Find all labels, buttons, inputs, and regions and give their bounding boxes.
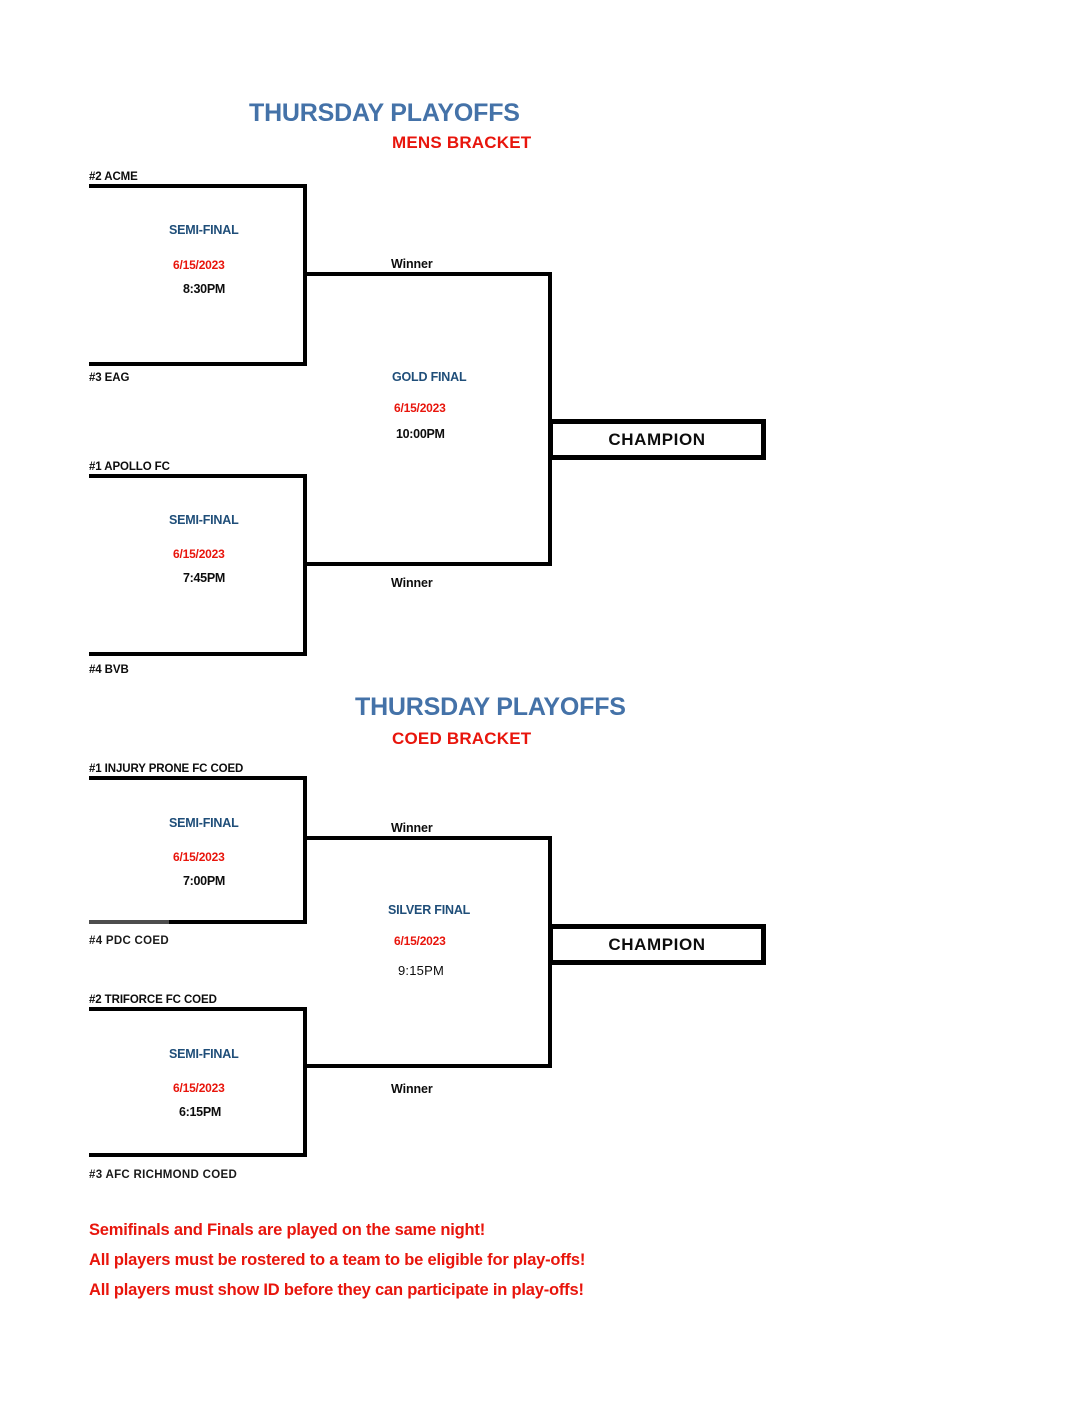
- mens-team-4-bvb: #4 BVB: [89, 664, 129, 676]
- coed-semifinal-bottom-connector: [303, 1007, 307, 1157]
- mens-team-1-apollo-fc: #1 APOLLO FC: [89, 461, 170, 473]
- coed-winner-top-label: Winner: [391, 821, 433, 835]
- coed-bracket-subtitle: COED BRACKET: [392, 729, 532, 748]
- mens-final-round: GOLD FINAL: [392, 370, 467, 384]
- coed-final-time: 9:15PM: [398, 963, 445, 978]
- mens-final-time: 10:00PM: [396, 427, 445, 441]
- coed-semifinal-bottom-lower-line: [89, 1153, 307, 1157]
- mens-semifinal-bottom-date: 6/15/2023: [173, 547, 225, 561]
- coed-semifinal-top-upper-line: [89, 776, 307, 780]
- coed-champion-box: CHAMPION: [548, 924, 766, 965]
- mens-final-lower-line: [307, 562, 552, 566]
- mens-semifinal-bottom-upper-line: [89, 474, 307, 478]
- mens-semifinal-bottom-lower-line: [89, 652, 307, 656]
- mens-semifinal-bottom-connector: [303, 474, 307, 656]
- mens-semifinal-bottom-round: SEMI-FINAL: [169, 513, 239, 527]
- coed-semifinal-top-time: 7:00PM: [183, 874, 225, 888]
- coed-final-upper-line: [307, 836, 552, 840]
- mens-semifinal-top-date: 6/15/2023: [173, 258, 225, 272]
- mens-team-3-eag: #3 EAG: [89, 372, 130, 384]
- mens-semifinal-top-round: SEMI-FINAL: [169, 223, 239, 237]
- mens-semifinal-top-time: 8:30PM: [183, 282, 225, 296]
- coed-final-date: 6/15/2023: [394, 934, 446, 948]
- mens-champion-box: CHAMPION: [548, 419, 766, 460]
- coed-semifinal-top-date: 6/15/2023: [173, 850, 225, 864]
- note-line-2: All players must be rostered to a team t…: [89, 1251, 586, 1269]
- coed-semifinal-top-round: SEMI-FINAL: [169, 816, 239, 830]
- coed-semifinal-top-lower-line-left: [89, 920, 169, 924]
- coed-final-round: SILVER FINAL: [388, 903, 471, 917]
- mens-champion-label: CHAMPION: [608, 429, 706, 449]
- mens-team-2-acme: #2 ACME: [89, 171, 138, 183]
- coed-semifinal-bottom-date: 6/15/2023: [173, 1081, 225, 1095]
- note-line-3: All players must show ID before they can…: [89, 1281, 584, 1299]
- coed-semifinal-bottom-round: SEMI-FINAL: [169, 1047, 239, 1061]
- coed-team-1-injury-prone-fc: #1 INJURY PRONE FC COED: [89, 763, 244, 775]
- coed-team-3-afc-richmond: #3 AFC RICHMOND COED: [89, 1169, 238, 1181]
- mens-semifinal-top-upper-line: [89, 184, 307, 188]
- coed-final-lower-line: [307, 1064, 552, 1068]
- mens-semifinal-bottom-time: 7:45PM: [183, 571, 225, 585]
- mens-winner-bottom-label: Winner: [391, 576, 433, 590]
- coed-semifinal-bottom-upper-line: [89, 1007, 307, 1011]
- mens-winner-top-label: Winner: [391, 257, 433, 271]
- coed-winner-bottom-label: Winner: [391, 1082, 433, 1096]
- mens-bracket-subtitle: MENS BRACKET: [392, 133, 532, 152]
- coed-bracket-title: THURSDAY PLAYOFFS: [355, 693, 626, 721]
- mens-final-upper-line: [307, 272, 552, 276]
- coed-semifinal-top-connector: [303, 776, 307, 922]
- mens-semifinal-top-lower-line: [89, 362, 307, 366]
- coed-semifinal-bottom-time: 6:15PM: [179, 1105, 221, 1119]
- coed-semifinal-top-lower-line: [169, 920, 307, 924]
- coed-team-4-pdc-coed: #4 PDC COED: [89, 935, 169, 947]
- mens-bracket-title: THURSDAY PLAYOFFS: [249, 99, 520, 127]
- coed-team-2-triforce-fc: #2 TRIFORCE FC COED: [89, 994, 217, 1006]
- mens-final-date: 6/15/2023: [394, 401, 446, 415]
- coed-champion-label: CHAMPION: [608, 934, 706, 954]
- note-line-1: Semifinals and Finals are played on the …: [89, 1221, 485, 1239]
- mens-semifinal-top-connector: [303, 184, 307, 366]
